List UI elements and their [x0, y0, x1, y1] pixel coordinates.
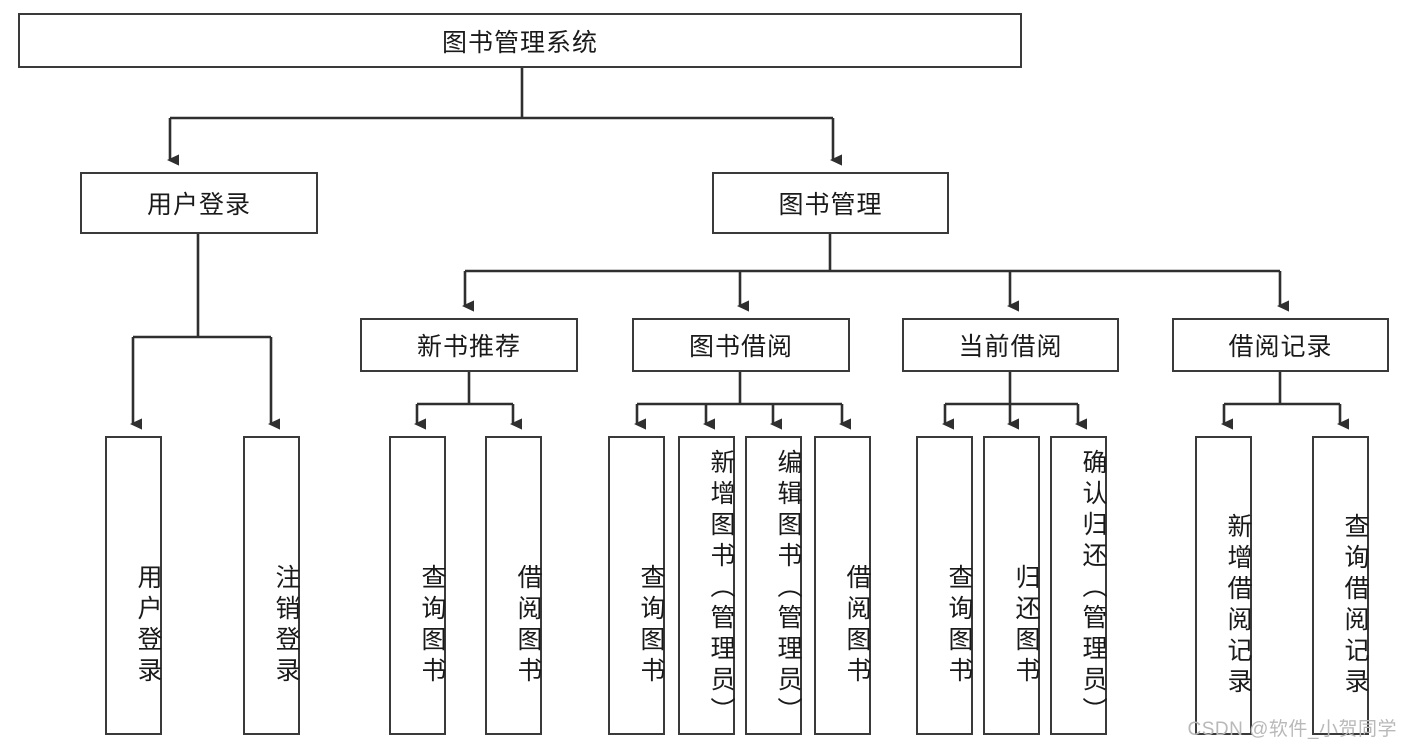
- node-label: 归还图书: [1012, 563, 1040, 688]
- leaf-edit-book[interactable]: 编辑图书（管理员）: [745, 436, 802, 735]
- node-root[interactable]: 图书管理系统: [18, 13, 1022, 68]
- node-label: 注销登录: [272, 563, 300, 688]
- node-book-borrow[interactable]: 图书借阅: [632, 318, 850, 372]
- node-label: 图书管理系统: [441, 28, 598, 57]
- node-label: 新增借阅记录: [1224, 512, 1252, 699]
- node-book-manage[interactable]: 图书管理: [712, 172, 949, 234]
- node-label: 查询图书: [418, 563, 446, 688]
- node-label: 图书借阅: [688, 333, 793, 361]
- leaf-query-book-1[interactable]: 查询图书: [389, 436, 446, 735]
- node-label: 借阅图书: [843, 563, 871, 688]
- leaf-query-book-2[interactable]: 查询图书: [608, 436, 665, 735]
- leaf-borrow-book-2[interactable]: 借阅图书: [814, 436, 871, 735]
- node-label: 确认归还（管理员）: [1079, 449, 1107, 728]
- leaf-query-book-3[interactable]: 查询图书: [916, 436, 973, 735]
- node-label: 当前借阅: [958, 333, 1063, 361]
- node-label: 图书管理: [778, 191, 883, 219]
- node-label: 借阅记录: [1228, 333, 1333, 361]
- leaf-add-book[interactable]: 新增图书（管理员）: [678, 436, 735, 735]
- leaf-user-login[interactable]: 用户登录: [105, 436, 162, 735]
- node-label: 查询借阅记录: [1341, 512, 1369, 699]
- node-label: 编辑图书（管理员）: [774, 449, 802, 728]
- leaf-query-record[interactable]: 查询借阅记录: [1312, 436, 1369, 735]
- node-label: 借阅图书: [514, 563, 542, 688]
- node-new-book-rec[interactable]: 新书推荐: [360, 318, 578, 372]
- node-label: 新增图书（管理员）: [707, 449, 735, 728]
- node-user-login[interactable]: 用户登录: [80, 172, 318, 234]
- leaf-confirm-return[interactable]: 确认归还（管理员）: [1050, 436, 1107, 735]
- leaf-user-logout[interactable]: 注销登录: [243, 436, 300, 735]
- leaf-borrow-book-1[interactable]: 借阅图书: [485, 436, 542, 735]
- node-current-borrow[interactable]: 当前借阅: [902, 318, 1119, 372]
- watermark: CSDN @软件_小贺同学: [1187, 719, 1397, 740]
- node-label: 用户登录: [146, 191, 251, 219]
- node-label: 查询图书: [945, 563, 973, 688]
- node-label: 查询图书: [637, 563, 665, 688]
- node-label: 用户登录: [134, 563, 162, 688]
- leaf-return-book[interactable]: 归还图书: [983, 436, 1040, 735]
- node-label: 新书推荐: [416, 333, 521, 361]
- leaf-add-record[interactable]: 新增借阅记录: [1195, 436, 1252, 735]
- node-borrow-record[interactable]: 借阅记录: [1172, 318, 1389, 372]
